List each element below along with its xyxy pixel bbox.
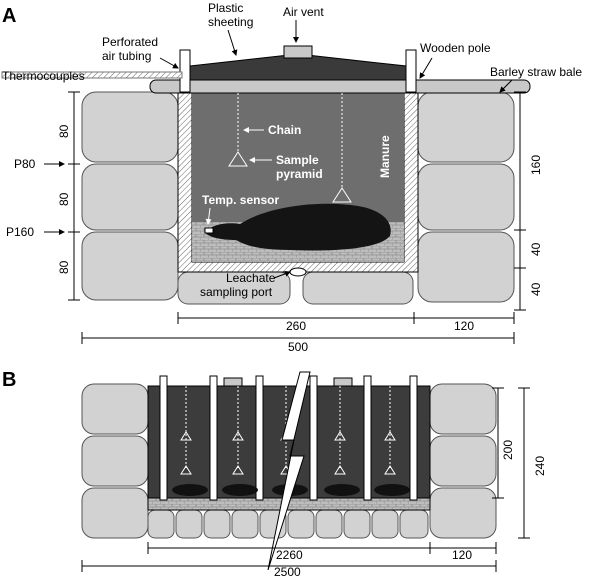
label-leachate-1: Leachate [226, 271, 276, 285]
label-manure: Manure [378, 135, 392, 178]
straw-bale [81, 435, 149, 487]
dim-right-40-a: 40 [529, 242, 543, 256]
sample-pyramid-icon [228, 151, 248, 167]
carcasses [172, 484, 410, 496]
break-symbol [267, 371, 311, 571]
dim-right-40-b: 40 [529, 282, 543, 296]
air-vent [283, 45, 313, 59]
label-air-vent: Air vent [283, 5, 324, 19]
label-chain: Chain [268, 123, 301, 137]
dim-width-2260: 2260 [276, 548, 303, 562]
dim-height-200: 200 [501, 440, 515, 460]
straw-bale [81, 487, 149, 539]
dim-width-120-b: 120 [452, 548, 472, 562]
plastic-roof [189, 53, 407, 81]
straw-bales-left [81, 91, 179, 301]
carcass [204, 203, 391, 251]
panel-b: B [2, 369, 547, 578]
label-thermocouples: Thermocouples [2, 69, 85, 83]
straw-bale [417, 163, 515, 231]
air-vent [223, 377, 243, 387]
straw-bale [417, 91, 515, 163]
label-wooden-pole: Wooden pole [420, 41, 491, 55]
straw-bales-bottom-row [147, 509, 429, 539]
straw-bale [417, 231, 515, 303]
dim-width-120: 120 [454, 319, 474, 333]
dim-left-80-mid: 80 [57, 192, 71, 206]
straw-bale [429, 435, 497, 487]
label-sample-1: Sample [276, 153, 319, 167]
straw-bale [429, 487, 497, 539]
leachate-port [289, 267, 307, 277]
label-p80: P80 [14, 157, 36, 171]
straw-bales-right [417, 91, 515, 303]
long-bin-posts [159, 375, 418, 501]
label-perforated-1: Perforated [102, 35, 158, 49]
sample-pyramid-icon [332, 187, 352, 203]
straw-bale [302, 271, 414, 305]
label-p160: P160 [6, 225, 34, 239]
wooden-post-left [179, 49, 191, 93]
dim-width-260: 260 [286, 319, 306, 333]
wooden-post-right [405, 49, 417, 93]
dim-width-2500: 2500 [274, 565, 301, 578]
label-leachate-2: sampling port [200, 285, 273, 299]
panel-a: A [1, 1, 582, 354]
horizontal-pole [149, 79, 531, 94]
label-plastic-2: sheeting [208, 15, 253, 29]
straw-bale [81, 231, 179, 301]
thermocouples-line [1, 71, 183, 79]
dim-width-500: 500 [288, 340, 308, 354]
straw-bale [81, 163, 179, 231]
air-vent [333, 377, 353, 387]
dim-left-80-bot: 80 [57, 260, 71, 274]
label-temp-sensor: Temp. sensor [202, 193, 279, 207]
straw-bale [81, 383, 149, 435]
label-perforated-2: air tubing [102, 49, 151, 63]
panel-a-letter: A [2, 5, 16, 27]
panel-b-letter: B [2, 369, 16, 391]
temp-sensor-icon [204, 227, 214, 234]
label-barley-straw-bale: Barley straw bale [490, 65, 582, 79]
dim-height-240: 240 [533, 456, 547, 476]
straw-bales-bottom [177, 271, 414, 305]
label-plastic-1: Plastic [208, 1, 243, 15]
dim-right-160: 160 [529, 155, 543, 175]
straw-bale [81, 91, 179, 163]
straw-bale [429, 383, 497, 435]
label-sample-2: pyramid [276, 167, 323, 181]
dim-left-80-top: 80 [57, 124, 71, 138]
